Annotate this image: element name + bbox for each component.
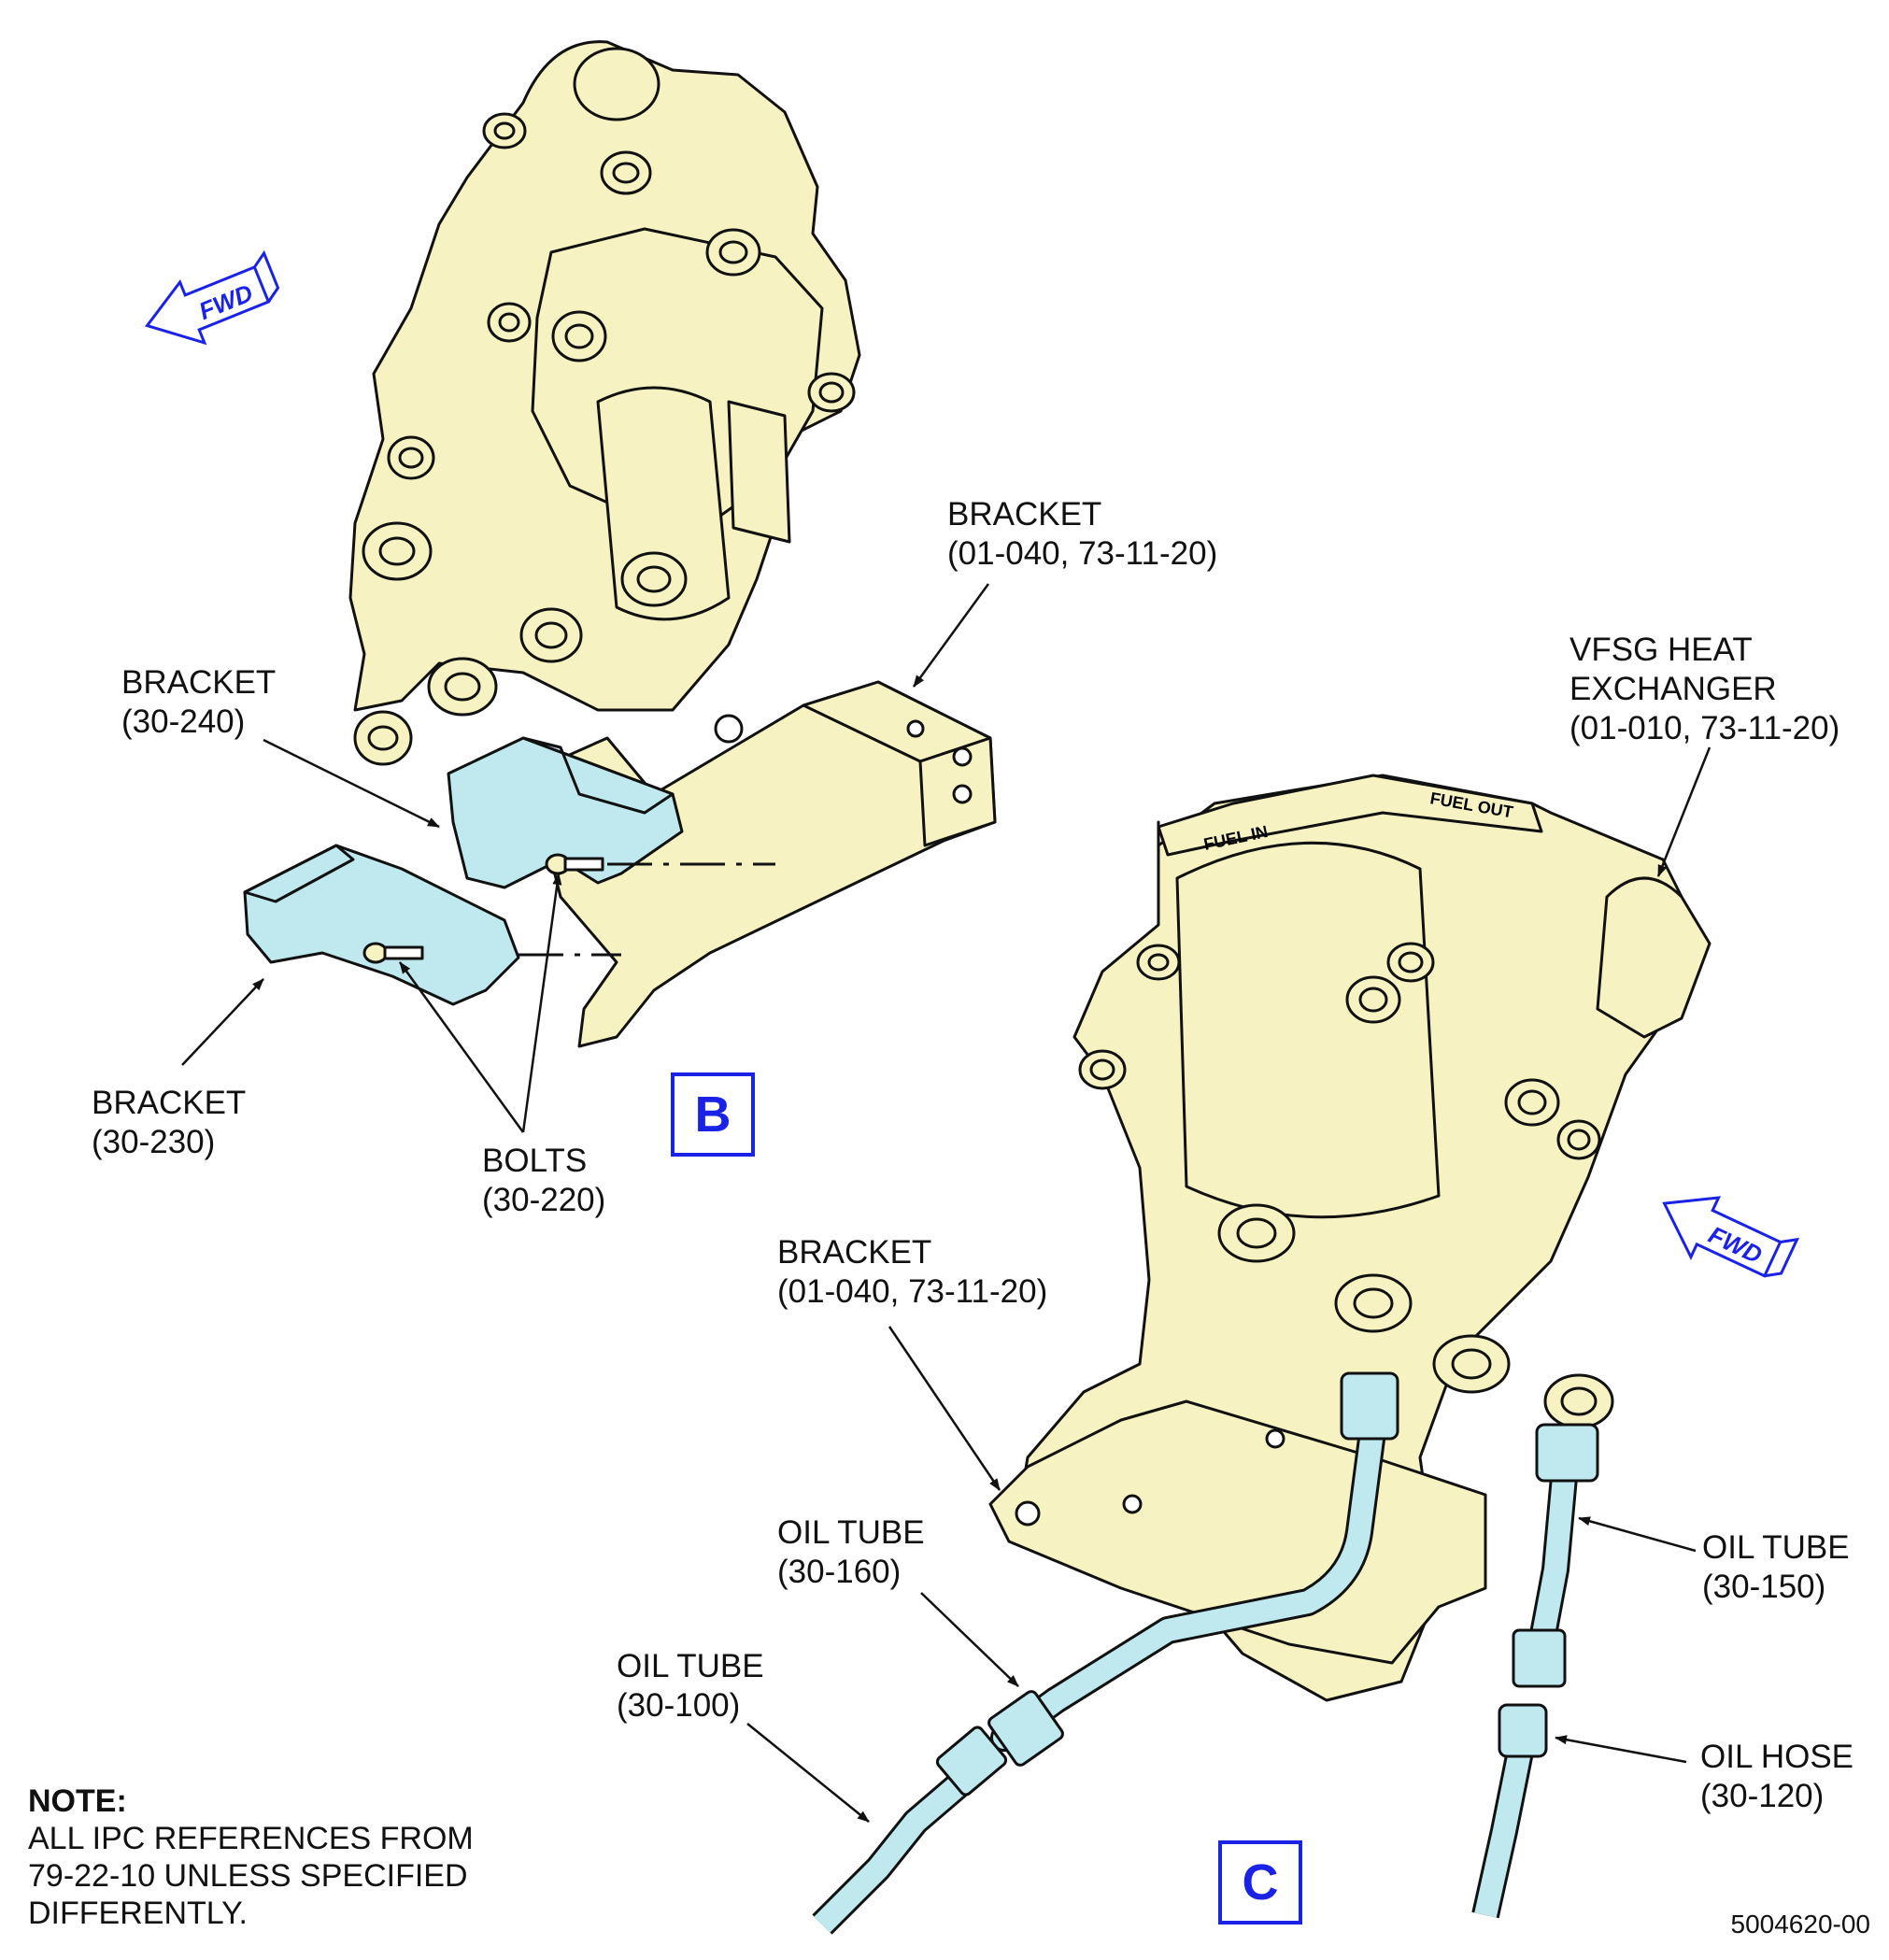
label-oil-tube-30-150: OIL TUBE(30-150) (1702, 1529, 1850, 1605)
fwd-arrow-c: FWD (1662, 1196, 1800, 1278)
top-cylinder (1175, 841, 1441, 1219)
tube-fitting (935, 1726, 1008, 1797)
tube-fitting (1340, 1371, 1399, 1441)
fittings-b (353, 112, 856, 766)
label-bracket-01-040-lower: BRACKET(01-040, 73-11-20) (777, 1234, 1048, 1310)
note-block: NOTE: ALL IPC REFERENCES FROM 79-22-10 U… (28, 1782, 474, 1932)
view-b-assembly (243, 40, 997, 1048)
bracket-30-240-flange (521, 736, 675, 815)
figure-number: 5004620-00 (1730, 1910, 1870, 1939)
label-oil-hose-30-120: OIL HOSE(30-120) (1700, 1739, 1854, 1814)
bracket-30-230-flange (243, 844, 355, 903)
label-bolts-30-220: BOLTS(30-220) (482, 1143, 606, 1218)
view-b-indicator: B (671, 1072, 755, 1157)
bolts-30-220 (362, 853, 604, 964)
flange-plate-c (1157, 774, 1543, 857)
label-bracket-01-040-top: BRACKET(01-040, 73-11-20) (947, 496, 1218, 572)
label-oil-tube-30-100: OIL TUBE(30-100) (617, 1648, 764, 1724)
note-line: 79-22-10 UNLESS SPECIFIED (28, 1858, 468, 1894)
label-bracket-30-230: BRACKET(30-230) (92, 1085, 247, 1160)
note-heading: NOTE: (28, 1783, 127, 1819)
tube-fitting (1535, 1423, 1599, 1483)
cap-dome (573, 47, 660, 121)
hose-fitting (1498, 1703, 1548, 1758)
view-c-indicator: C (1218, 1840, 1302, 1924)
dome-c (1596, 876, 1711, 1039)
leader-lines (181, 583, 1711, 1823)
fwd-arrow-b: FWD (144, 249, 280, 346)
label-bracket-30-240: BRACKET(30-240) (121, 664, 277, 740)
tube-fitting (987, 1690, 1064, 1767)
tube-fitting (1512, 1628, 1567, 1688)
note-line: DIFFERENTLY. (28, 1896, 248, 1931)
cover-plate (727, 400, 791, 544)
note-line: ALL IPC REFERENCES FROM (28, 1821, 474, 1856)
view-c-assembly (812, 774, 1711, 1935)
label-oil-tube-30-160: OIL TUBE(30-160) (777, 1514, 925, 1590)
bracket-30-230 (243, 844, 520, 1006)
